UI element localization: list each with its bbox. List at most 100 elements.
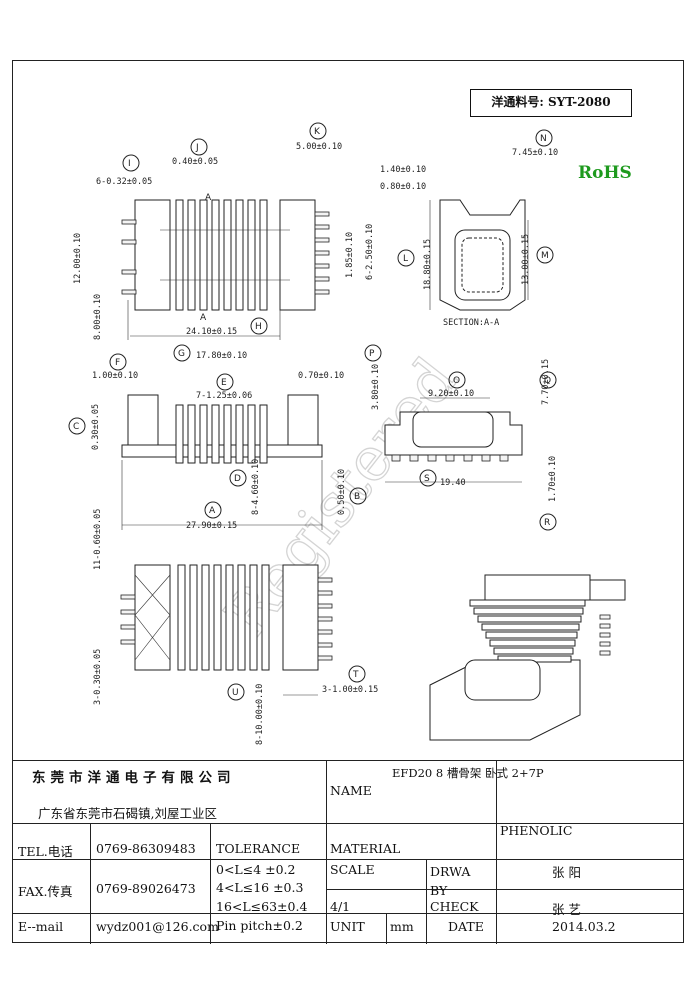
pin bbox=[599, 623, 611, 629]
dim-H: 24.10±0.15 bbox=[186, 327, 237, 337]
bobbin-flange bbox=[187, 404, 196, 464]
pin bbox=[121, 239, 137, 245]
isometric-view bbox=[429, 574, 626, 741]
bobbin-flange bbox=[249, 564, 258, 671]
bobbin-flange bbox=[199, 199, 208, 311]
company-name: 东莞市洋通电子有限公司 bbox=[32, 770, 236, 786]
pin-pitch: Pin pitch±0.2 bbox=[216, 918, 303, 933]
email-value: wydz001@126.com bbox=[96, 919, 219, 934]
svg-text:A: A bbox=[205, 193, 212, 203]
svg-text:B: B bbox=[354, 492, 360, 502]
tel-value: 0769-86309483 bbox=[96, 841, 196, 856]
pin bbox=[391, 454, 401, 462]
bobbin-flange bbox=[223, 404, 232, 464]
svg-text:R: R bbox=[544, 518, 550, 528]
dim-O: 9.20±0.10 bbox=[428, 389, 474, 399]
bobbin-flange bbox=[481, 623, 580, 631]
part-name: EFD20 8 槽骨架 卧式 2+7P bbox=[392, 766, 544, 780]
check-value: 张 艺 bbox=[552, 902, 581, 917]
tolerance-1: 0<L≤4 ±0.2 bbox=[216, 862, 296, 877]
bobbin-flange bbox=[477, 615, 582, 623]
bobbin-flange bbox=[225, 564, 234, 671]
bobbin-flange bbox=[187, 199, 196, 311]
dim-pin-250: 6-2.50±0.10 bbox=[365, 224, 375, 280]
drawing-frame bbox=[12, 60, 684, 943]
svg-text:G: G bbox=[178, 349, 185, 359]
pin bbox=[599, 614, 611, 620]
pin bbox=[445, 454, 455, 462]
bobbin-flange bbox=[473, 607, 584, 615]
svg-text:Q: Q bbox=[544, 376, 551, 386]
scale-value: 4/1 bbox=[330, 899, 351, 914]
date-value: 2014.03.2 bbox=[552, 919, 616, 934]
svg-text:S: S bbox=[424, 474, 430, 484]
pin bbox=[314, 289, 330, 295]
svg-text:M: M bbox=[541, 251, 549, 261]
svg-text:I: I bbox=[128, 159, 131, 169]
draw-label: DRWA BY bbox=[430, 864, 471, 898]
check-label: CHECK bbox=[430, 899, 479, 914]
pin bbox=[499, 454, 509, 462]
dim-B: 0.50±0.10 bbox=[337, 469, 347, 515]
bobbin-flange bbox=[235, 199, 244, 311]
dim-J: 0.40±0.05 bbox=[172, 157, 218, 167]
pin bbox=[314, 237, 330, 243]
dim-C: 0.30±0.05 bbox=[91, 404, 101, 450]
bobbin-flange bbox=[213, 564, 222, 671]
bobbin-flange bbox=[201, 564, 210, 671]
pin bbox=[317, 616, 333, 622]
dim-K: 5.00±0.10 bbox=[296, 142, 342, 152]
bobbin-flange bbox=[175, 199, 184, 311]
draw-value: 张 阳 bbox=[552, 865, 581, 880]
svg-text:N: N bbox=[540, 134, 547, 144]
date-label: DATE bbox=[448, 919, 484, 934]
svg-text:J: J bbox=[195, 143, 199, 153]
pin bbox=[317, 603, 333, 609]
pin bbox=[317, 629, 333, 635]
part-number-box: 洋通料号: SYT-2080 bbox=[470, 89, 632, 117]
bobbin-flange bbox=[211, 404, 220, 464]
svg-text:U: U bbox=[232, 688, 239, 698]
pin bbox=[599, 650, 611, 656]
svg-text:F: F bbox=[115, 358, 120, 368]
fax-value: 0769-89026473 bbox=[96, 881, 196, 896]
pin bbox=[120, 594, 136, 600]
dim-M: 13.00±0.15 bbox=[521, 234, 531, 285]
bobbin-flange bbox=[189, 564, 198, 671]
pin bbox=[120, 609, 136, 615]
tolerance-2: 4<L≤16 ±0.3 bbox=[216, 880, 304, 895]
unit-label: UNIT bbox=[330, 919, 365, 934]
pin bbox=[314, 250, 330, 256]
pin bbox=[599, 641, 611, 647]
pin bbox=[317, 642, 333, 648]
bobbin-flange bbox=[237, 564, 246, 671]
svg-text:L: L bbox=[403, 254, 408, 264]
svg-text:D: D bbox=[234, 474, 241, 484]
bobbin-flange bbox=[247, 404, 256, 464]
material-label: MATERIAL bbox=[330, 841, 401, 856]
pin bbox=[463, 454, 473, 462]
pin bbox=[121, 269, 137, 275]
unit-value: mm bbox=[390, 919, 414, 934]
bobbin-flange bbox=[469, 599, 586, 607]
top-view: A A bbox=[121, 193, 330, 340]
svg-text:A: A bbox=[209, 506, 216, 516]
dim-P: 3.80±0.10 bbox=[371, 364, 381, 410]
title-block: 东莞市洋通电子有限公司 广东省东莞市石碣镇,刘屋工业区 NAME EFD20 8… bbox=[12, 760, 684, 944]
section-label: SECTION:A-A bbox=[443, 318, 499, 328]
dim-E: 7-1.25±0.06 bbox=[196, 391, 252, 401]
svg-text:E: E bbox=[221, 378, 227, 388]
bobbin-flange bbox=[261, 564, 270, 671]
dim-f070: 0.70±0.10 bbox=[298, 371, 344, 381]
pin bbox=[120, 639, 136, 645]
pin bbox=[314, 211, 330, 217]
dim-n080: 0.80±0.10 bbox=[380, 182, 426, 192]
dim-R: 1.70±0.10 bbox=[548, 456, 558, 502]
dim-N: 7.45±0.10 bbox=[512, 148, 558, 158]
company-address: 广东省东莞市石碣镇,刘屋工业区 bbox=[38, 806, 217, 821]
end-view bbox=[384, 397, 523, 483]
material-value: PHENOLIC bbox=[500, 823, 573, 838]
tolerance-3: 16<L≤63±0.4 bbox=[216, 899, 308, 914]
dim-b3: 3-0.30±0.05 bbox=[93, 649, 103, 705]
pin bbox=[121, 219, 137, 225]
